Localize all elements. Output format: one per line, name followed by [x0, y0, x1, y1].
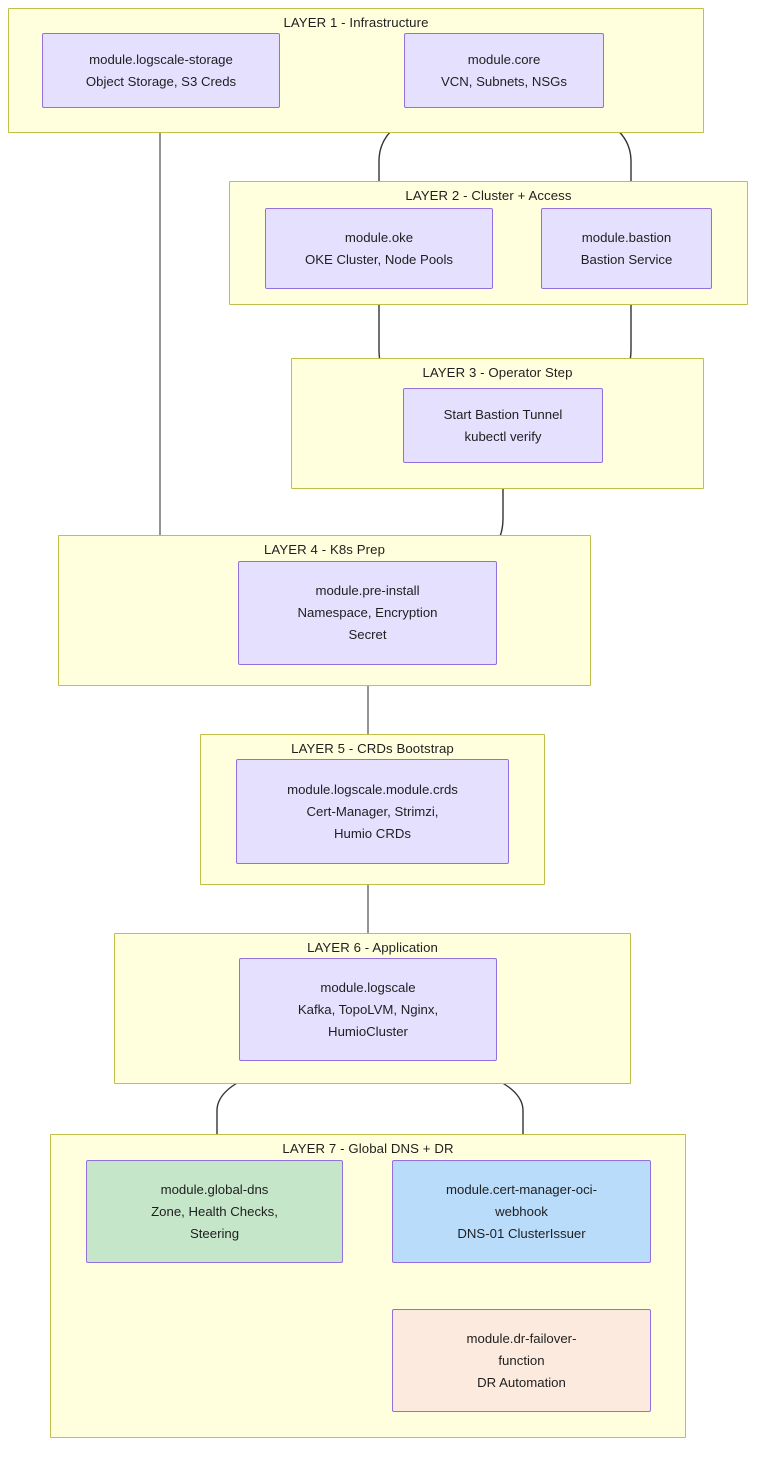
node-line: Steering — [189, 1225, 240, 1241]
node-pre-install[interactable]: module.pre-install Namespace, Encryption… — [238, 561, 497, 665]
node-line: module.global-dns — [160, 1181, 269, 1197]
node-line: HumioCluster — [328, 1023, 408, 1039]
layer-title-layer3: LAYER 3 - Operator Step — [422, 365, 573, 380]
node-bastion[interactable]: module.bastion Bastion Service — [541, 208, 712, 289]
node-line: DR Automation — [477, 1374, 566, 1390]
node-line: module.logscale-storage — [89, 51, 233, 67]
node-line: module.oke — [344, 229, 414, 245]
node-cert-manager-oci-webhook[interactable]: module.cert-manager-oci- webhook DNS-01 … — [392, 1160, 651, 1263]
node-line: Bastion Service — [580, 251, 673, 267]
layer-title-layer2: LAYER 2 - Cluster + Access — [405, 188, 572, 203]
node-line: function — [498, 1352, 545, 1368]
edge-storage-to-preinstall — [159, 108, 230, 580]
node-bastion-tunnel[interactable]: Start Bastion Tunnel kubectl verify — [403, 388, 603, 463]
layer-title-layer1: LAYER 1 - Infrastructure — [283, 15, 429, 30]
node-line: module.core — [467, 51, 541, 67]
layer-title-layer6: LAYER 6 - Application — [307, 940, 438, 955]
node-core[interactable]: module.core VCN, Subnets, NSGs — [404, 33, 604, 108]
node-line: Cert-Manager, Strimzi, — [306, 803, 439, 819]
node-line: OKE Cluster, Node Pools — [304, 251, 454, 267]
node-line: module.pre-install — [315, 583, 420, 598]
layer-title-layer5: LAYER 5 - CRDs Bootstrap — [291, 741, 454, 756]
layer-title-layer4: LAYER 4 - K8s Prep — [263, 542, 386, 557]
node-line: Start Bastion Tunnel — [443, 406, 563, 422]
node-oke[interactable]: module.oke OKE Cluster, Node Pools — [265, 208, 493, 289]
node-logscale[interactable]: module.logscale Kafka, TopoLVM, Nginx, H… — [239, 958, 497, 1061]
node-line: Secret — [348, 627, 387, 642]
node-line: module.logscale — [320, 979, 416, 995]
node-line: module.bastion — [581, 229, 672, 245]
node-line: Kafka, TopoLVM, Nginx, — [297, 1001, 439, 1017]
node-line: DNS-01 ClusterIssuer — [457, 1225, 586, 1241]
node-line: Object Storage, S3 Creds — [85, 73, 237, 89]
node-line: Humio CRDs — [334, 825, 411, 841]
node-line: Zone, Health Checks, — [151, 1203, 278, 1219]
node-crds[interactable]: module.logscale.module.crds Cert-Manager… — [236, 759, 509, 864]
node-line: kubectl verify — [464, 428, 542, 444]
node-dr-failover-function[interactable]: module.dr-failover- function DR Automati… — [392, 1309, 651, 1412]
node-line: Namespace, Encryption — [297, 605, 438, 620]
layer-title-layer7: LAYER 7 - Global DNS + DR — [282, 1141, 454, 1156]
node-line: module.logscale.module.crds — [287, 781, 458, 797]
node-line: webhook — [495, 1203, 548, 1219]
node-line: module.cert-manager-oci- — [446, 1181, 597, 1197]
node-global-dns[interactable]: module.global-dns Zone, Health Checks, S… — [86, 1160, 343, 1263]
node-logscale-storage[interactable]: module.logscale-storage Object Storage, … — [42, 33, 280, 108]
node-line: VCN, Subnets, NSGs — [440, 73, 568, 89]
node-line: module.dr-failover- — [466, 1330, 577, 1346]
